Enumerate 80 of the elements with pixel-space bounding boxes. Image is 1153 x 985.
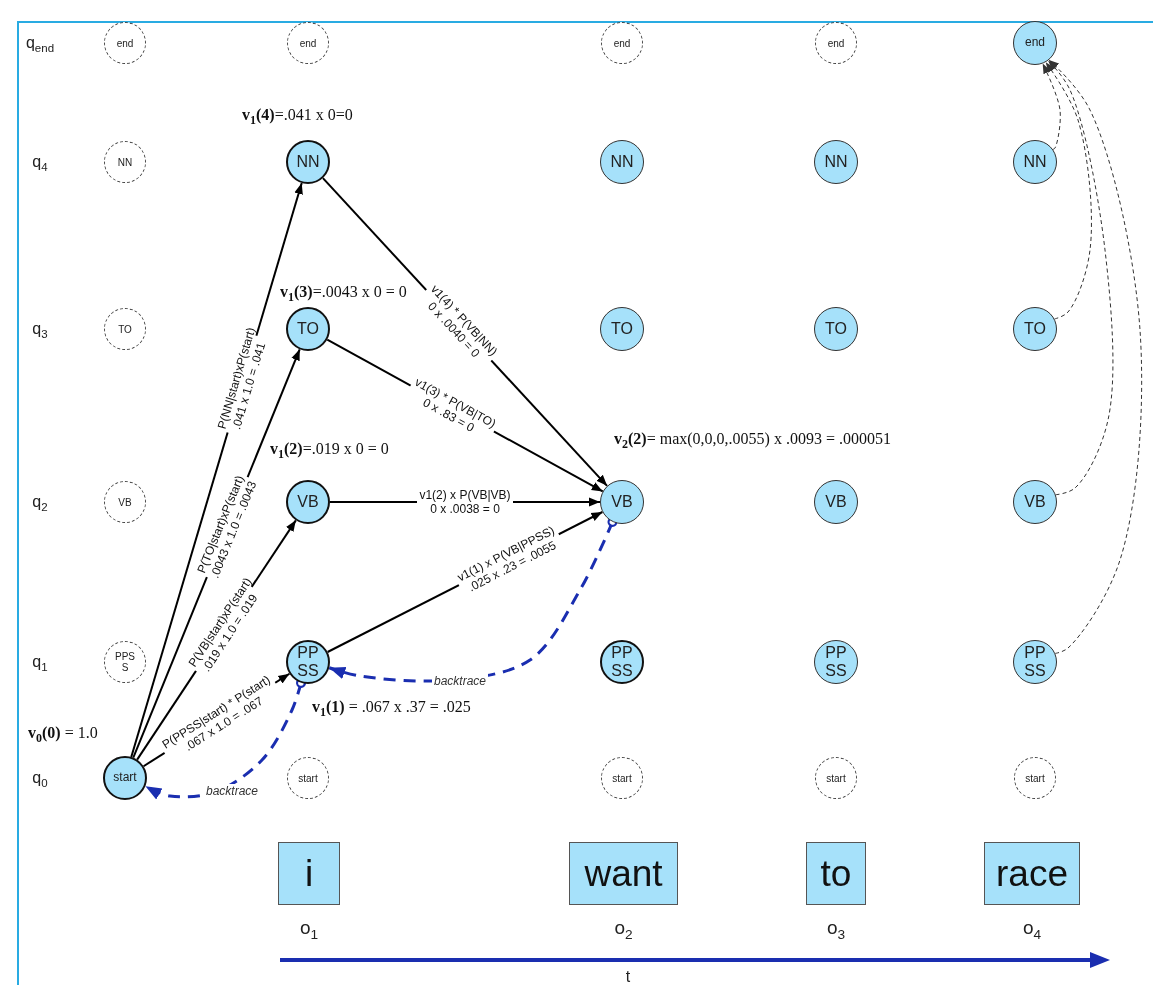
state-label: NN (610, 153, 634, 171)
axis-label: t (625, 968, 631, 985)
observation-word: race (996, 855, 1068, 892)
observation-word: i (304, 855, 314, 892)
state-circle (600, 480, 644, 524)
state-circle (286, 140, 330, 184)
edge-label: backtrace (432, 674, 488, 688)
edge-label: backtrace (204, 784, 260, 798)
viterbi-value: v$_{1}$(4)=.041 x 0=0 (242, 106, 353, 124)
state-circle (1013, 21, 1057, 65)
state-circle (286, 307, 330, 351)
state-label: end (827, 37, 845, 49)
state-label: start (612, 772, 632, 784)
state-circle (600, 140, 644, 184)
state-circle (286, 640, 330, 684)
observation-box (278, 842, 340, 905)
state-label: start (298, 772, 318, 784)
state-label: start (1025, 772, 1045, 784)
observation-word: to (820, 855, 852, 892)
state-label: TO (118, 323, 132, 335)
state-circle (600, 307, 644, 351)
viterbi-value: v$_{2}$(2)= max(0,0,0,.0055) x .0093 = .000051 (614, 430, 891, 448)
edge-label: v1(2) x P(VB|VB) 0 x .0038 = 0 (417, 488, 513, 516)
state-circle (814, 140, 858, 184)
state-label: TO (297, 320, 319, 338)
state-label: NN (117, 156, 133, 168)
viterbi-value: v$_{1}$(2)=.019 x 0 = 0 (270, 440, 389, 458)
state-label: NN (1023, 153, 1047, 171)
state-circle (1013, 640, 1057, 684)
viterbi-value: v$_{0}$(0) = 1.0 (28, 724, 98, 742)
viterbi-value: v$_{1}$(3)=.0043 x 0 = 0 (280, 283, 407, 301)
state-label: end (613, 37, 631, 49)
transition-arrow (1047, 60, 1114, 496)
transition-arrow (1048, 59, 1143, 654)
state-circle (103, 756, 147, 800)
state-label: TO (1024, 320, 1046, 338)
state-circle (1013, 480, 1057, 524)
state-circle (814, 480, 858, 524)
state-label: PPSS (1023, 644, 1047, 680)
state-circle (1013, 140, 1057, 184)
observation-label: o$_{1}$ (299, 917, 319, 939)
state-label: NN (296, 153, 320, 171)
state-row-label: q$_{end}$ (25, 34, 55, 52)
state-label: start (826, 772, 846, 784)
state-label: end (1025, 36, 1045, 50)
state-label: PPSS (296, 644, 320, 680)
state-row-label: q$_{4}$ (32, 153, 48, 171)
observation-label: o$_{3}$ (826, 917, 846, 939)
observation-label: o$_{2}$ (614, 917, 633, 939)
observation-label: o$_{4}$ (1022, 917, 1042, 939)
state-label: NN (824, 153, 848, 171)
state-circle (1013, 307, 1057, 351)
state-row-label: q$_{0}$ (32, 769, 48, 787)
observation-box (806, 842, 866, 905)
state-label: end (299, 37, 317, 49)
state-label: PPSS (610, 644, 634, 680)
state-label: TO (611, 320, 633, 338)
state-label: PPSS (824, 644, 848, 680)
observation-box (984, 842, 1080, 905)
state-row-label: q$_{2}$ (32, 493, 48, 511)
observation-box (569, 842, 678, 905)
state-row-label: q$_{1}$ (32, 653, 48, 671)
transition-arrow (1042, 63, 1061, 150)
state-circle (814, 640, 858, 684)
state-row-label: q$_{3}$ (32, 320, 48, 338)
state-label: TO (825, 320, 847, 338)
state-circle (600, 640, 644, 684)
state-circle (286, 480, 330, 524)
transition-arrow (1045, 61, 1092, 320)
state-label: PPSS (114, 651, 136, 673)
state-label: VB (297, 493, 319, 511)
state-label: end (116, 37, 134, 49)
observation-word: want (584, 855, 663, 892)
state-circle (814, 307, 858, 351)
state-label: VB (1024, 493, 1046, 511)
state-label: VB (825, 493, 847, 511)
state-label: VB (118, 496, 132, 508)
state-label: start (113, 771, 137, 785)
state-label: VB (611, 493, 633, 511)
viterbi-value: v$_{1}$(1) = .067 x .37 = .025 (312, 698, 471, 716)
